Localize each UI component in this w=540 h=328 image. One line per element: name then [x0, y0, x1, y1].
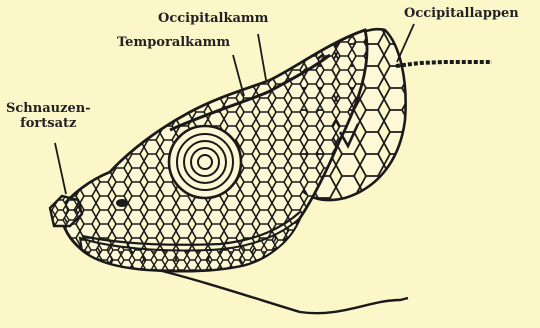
leader-temporalkamm	[233, 55, 244, 96]
label-schnauzenfortsatz-line2: fortsatz	[6, 116, 91, 131]
label-occipitalkamm: Occipitalkamm	[158, 11, 268, 26]
leader-occipitallappen	[397, 24, 414, 62]
leader-schnauzenfortsatz	[55, 143, 66, 194]
eye-turret	[169, 126, 241, 198]
label-schnauzenfortsatz: Schnauzen- fortsatz	[6, 101, 91, 131]
occipital-lappen-spike	[396, 62, 492, 66]
label-occipitallappen: Occipitallappen	[404, 6, 519, 21]
leader-occipitalkamm	[258, 34, 266, 80]
label-temporalkamm: Temporalkamm	[117, 35, 230, 50]
label-schnauzenfortsatz-line1: Schnauzen-	[6, 101, 91, 116]
nostril	[116, 199, 128, 207]
body-outline	[150, 268, 408, 313]
